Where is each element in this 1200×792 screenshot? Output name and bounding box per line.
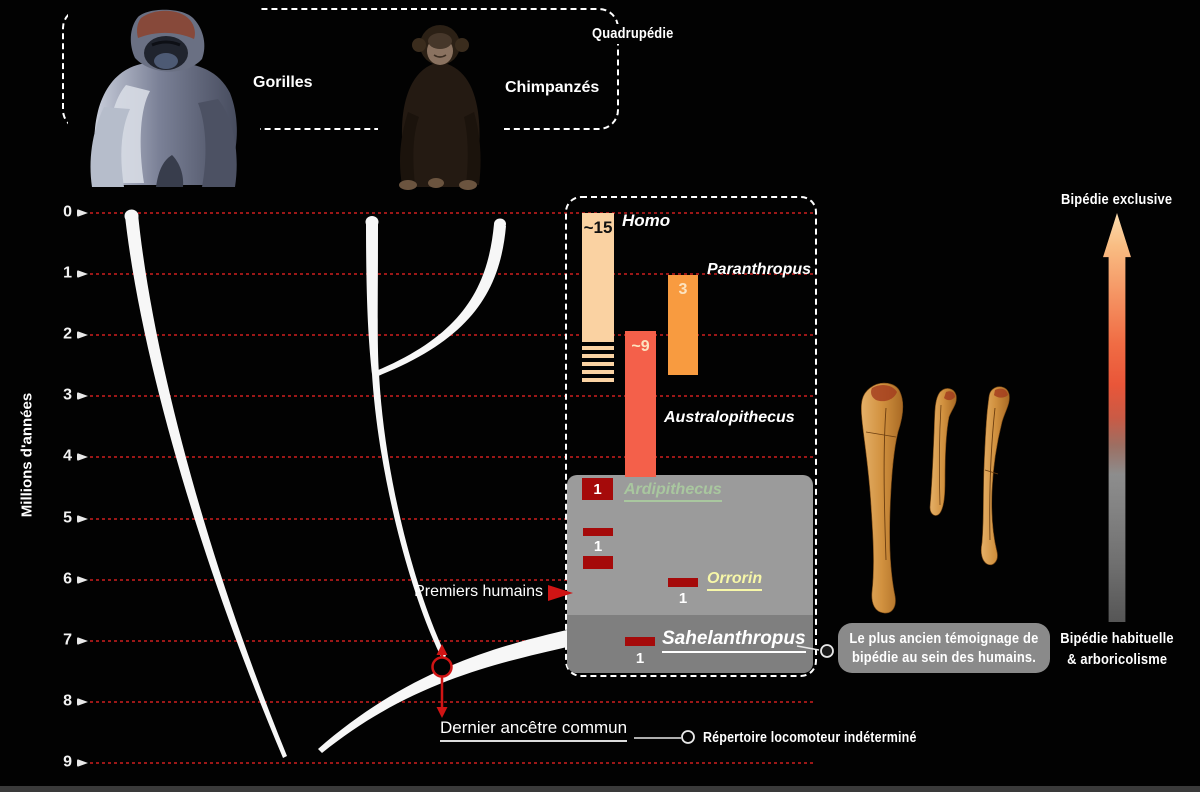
homo-count: ~15 xyxy=(583,218,613,237)
fossil-femurs-image xyxy=(860,382,1010,614)
sahelanthropus-band xyxy=(567,615,813,673)
tick-line xyxy=(90,456,816,458)
tick-marker-icon xyxy=(77,331,88,339)
australopithecus-count: ~9 xyxy=(631,338,650,355)
tick-marker-icon xyxy=(77,759,88,767)
ardipithecus-kadabba-bar-2 xyxy=(583,556,613,569)
repertoire-label-wrap: Répertoire locomoteur indéterminé xyxy=(703,729,951,747)
sahelanthropus-bar xyxy=(625,637,655,646)
bipedie-habituelle-label-line1: Bipédie habituelle xyxy=(1060,630,1174,647)
quadrupedie-label-wrap: Quadrupédie xyxy=(588,24,691,44)
tick-marker-icon xyxy=(77,270,88,278)
tick-line xyxy=(90,273,816,275)
bipedie-exclusive-label-wrap: Bipédie exclusive xyxy=(1037,191,1197,208)
premiers-humains-label: Premiers humains xyxy=(414,583,543,600)
tick-line xyxy=(90,518,816,520)
tick-line xyxy=(90,334,816,336)
homo-bar xyxy=(582,213,614,338)
tick-marker-icon xyxy=(77,392,88,400)
gorilla-image xyxy=(68,5,260,193)
lca-circle-icon xyxy=(431,656,453,678)
tick-line xyxy=(90,762,816,764)
ardipithecus-kadabba-bar-1 xyxy=(583,528,613,536)
tick-line xyxy=(90,579,816,581)
sahelanthropus-label: Sahelanthropus xyxy=(662,628,806,653)
bottom-strip xyxy=(0,786,1200,792)
bipedie-habituelle-label-line2: & arboricolisme xyxy=(1066,651,1168,668)
callout-line1: Le plus ancien témoignage de xyxy=(849,629,1039,647)
orrorin-label: Orrorin xyxy=(707,570,763,591)
premiers-humains-arrow-icon xyxy=(548,585,573,601)
orrorin-bar xyxy=(668,578,698,587)
oldest-bipedalism-callout: Le plus ancien témoignage de bipédie au … xyxy=(838,623,1050,673)
sahelanthropus-count: 1 xyxy=(635,650,645,667)
tick-line xyxy=(90,212,816,214)
chimp-label: Chimpanzés xyxy=(505,79,600,96)
dernier-ancetre-label: Dernier ancêtre commun xyxy=(440,718,628,742)
tick-line xyxy=(90,395,816,397)
paranthropus-count: 3 xyxy=(678,281,688,298)
paranthropus-bar xyxy=(668,275,698,375)
tick-label-0: 0 xyxy=(63,203,72,221)
quadrupedie-label: Quadrupédie xyxy=(592,25,674,42)
tick-label-1: 1 xyxy=(63,264,72,282)
ardipithecus-kadabba-count: 1 xyxy=(593,538,603,555)
tick-label-6: 6 xyxy=(63,570,72,588)
chimpanzee-image xyxy=(378,22,504,192)
paranthropus-label: Paranthropus xyxy=(707,261,812,278)
tick-line xyxy=(90,640,816,642)
tick-marker-icon xyxy=(77,209,88,217)
gorilla-label: Gorilles xyxy=(253,74,313,91)
tick-label-3: 3 xyxy=(63,386,72,404)
tick-label-7: 7 xyxy=(63,631,72,649)
bipedie-habituelle-label-wrap: Bipédie habituelle xyxy=(1037,630,1197,647)
ardipithecus-label: Ardipithecus xyxy=(624,481,722,502)
tick-label-8: 8 xyxy=(63,692,72,710)
bipedie-exclusive-label: Bipédie exclusive xyxy=(1061,191,1173,208)
tick-marker-icon xyxy=(77,453,88,461)
tick-marker-icon xyxy=(77,637,88,645)
orrorin-count: 1 xyxy=(678,590,688,607)
tick-label-4: 4 xyxy=(63,447,72,465)
tick-marker-icon xyxy=(77,698,88,706)
repertoire-label: Répertoire locomoteur indéterminé xyxy=(703,730,917,746)
australopithecus-label: Australopithecus xyxy=(664,409,795,426)
ardipithecus-count: 1 xyxy=(593,481,602,498)
tick-label-9: 9 xyxy=(63,753,72,771)
tick-marker-icon xyxy=(77,515,88,523)
tick-marker-icon xyxy=(77,576,88,584)
tick-label-5: 5 xyxy=(63,509,72,527)
quadrupedie-box xyxy=(62,8,619,130)
arboricolisme-label-wrap: & arboricolisme xyxy=(1037,651,1197,668)
tick-line xyxy=(90,701,816,703)
homo-label: Homo xyxy=(622,211,671,230)
hominin-box xyxy=(565,196,817,677)
callout-line2: bipédie au sein des humains. xyxy=(851,649,1037,666)
tick-label-2: 2 xyxy=(63,325,72,343)
homo-bar-uncertain xyxy=(582,338,614,386)
early-hominin-panel xyxy=(567,475,813,673)
ardipithecus-bar xyxy=(582,478,613,500)
australopithecus-bar xyxy=(625,331,656,477)
